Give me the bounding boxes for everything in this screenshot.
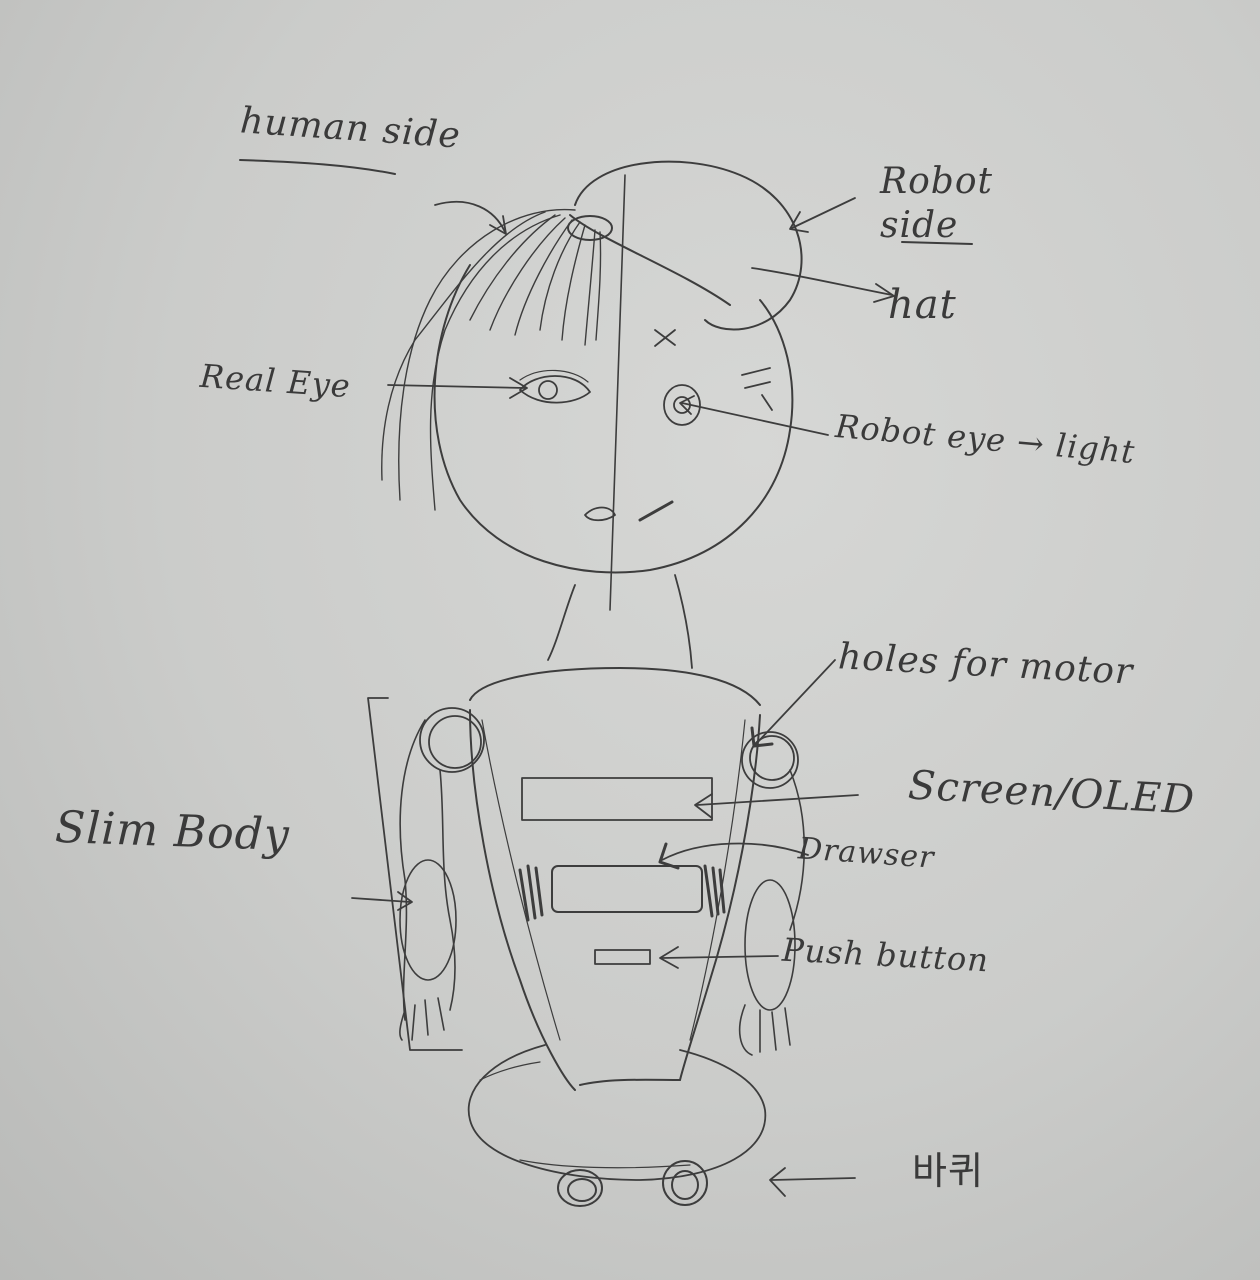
annotation-arrows bbox=[352, 198, 894, 1196]
hat-shape bbox=[568, 162, 802, 330]
head-shape bbox=[435, 175, 793, 610]
label-hat: hat bbox=[888, 282, 957, 328]
label-wheels: 바퀴 bbox=[912, 1140, 984, 1195]
neck-shape bbox=[548, 575, 692, 668]
push-button-rect bbox=[595, 950, 650, 964]
body-shape bbox=[470, 668, 760, 1090]
label-robot-side: Robot side bbox=[880, 160, 1000, 248]
drawer-shape bbox=[520, 866, 724, 920]
screen-rect bbox=[522, 778, 712, 820]
face-details bbox=[520, 330, 772, 520]
motor-holes bbox=[420, 708, 798, 788]
slim-body-bracket bbox=[368, 698, 462, 1050]
label-slim-body: Slim Body bbox=[54, 802, 290, 861]
base-shape bbox=[469, 1045, 766, 1180]
label-underlines bbox=[240, 160, 972, 244]
hair-strokes bbox=[382, 210, 601, 510]
